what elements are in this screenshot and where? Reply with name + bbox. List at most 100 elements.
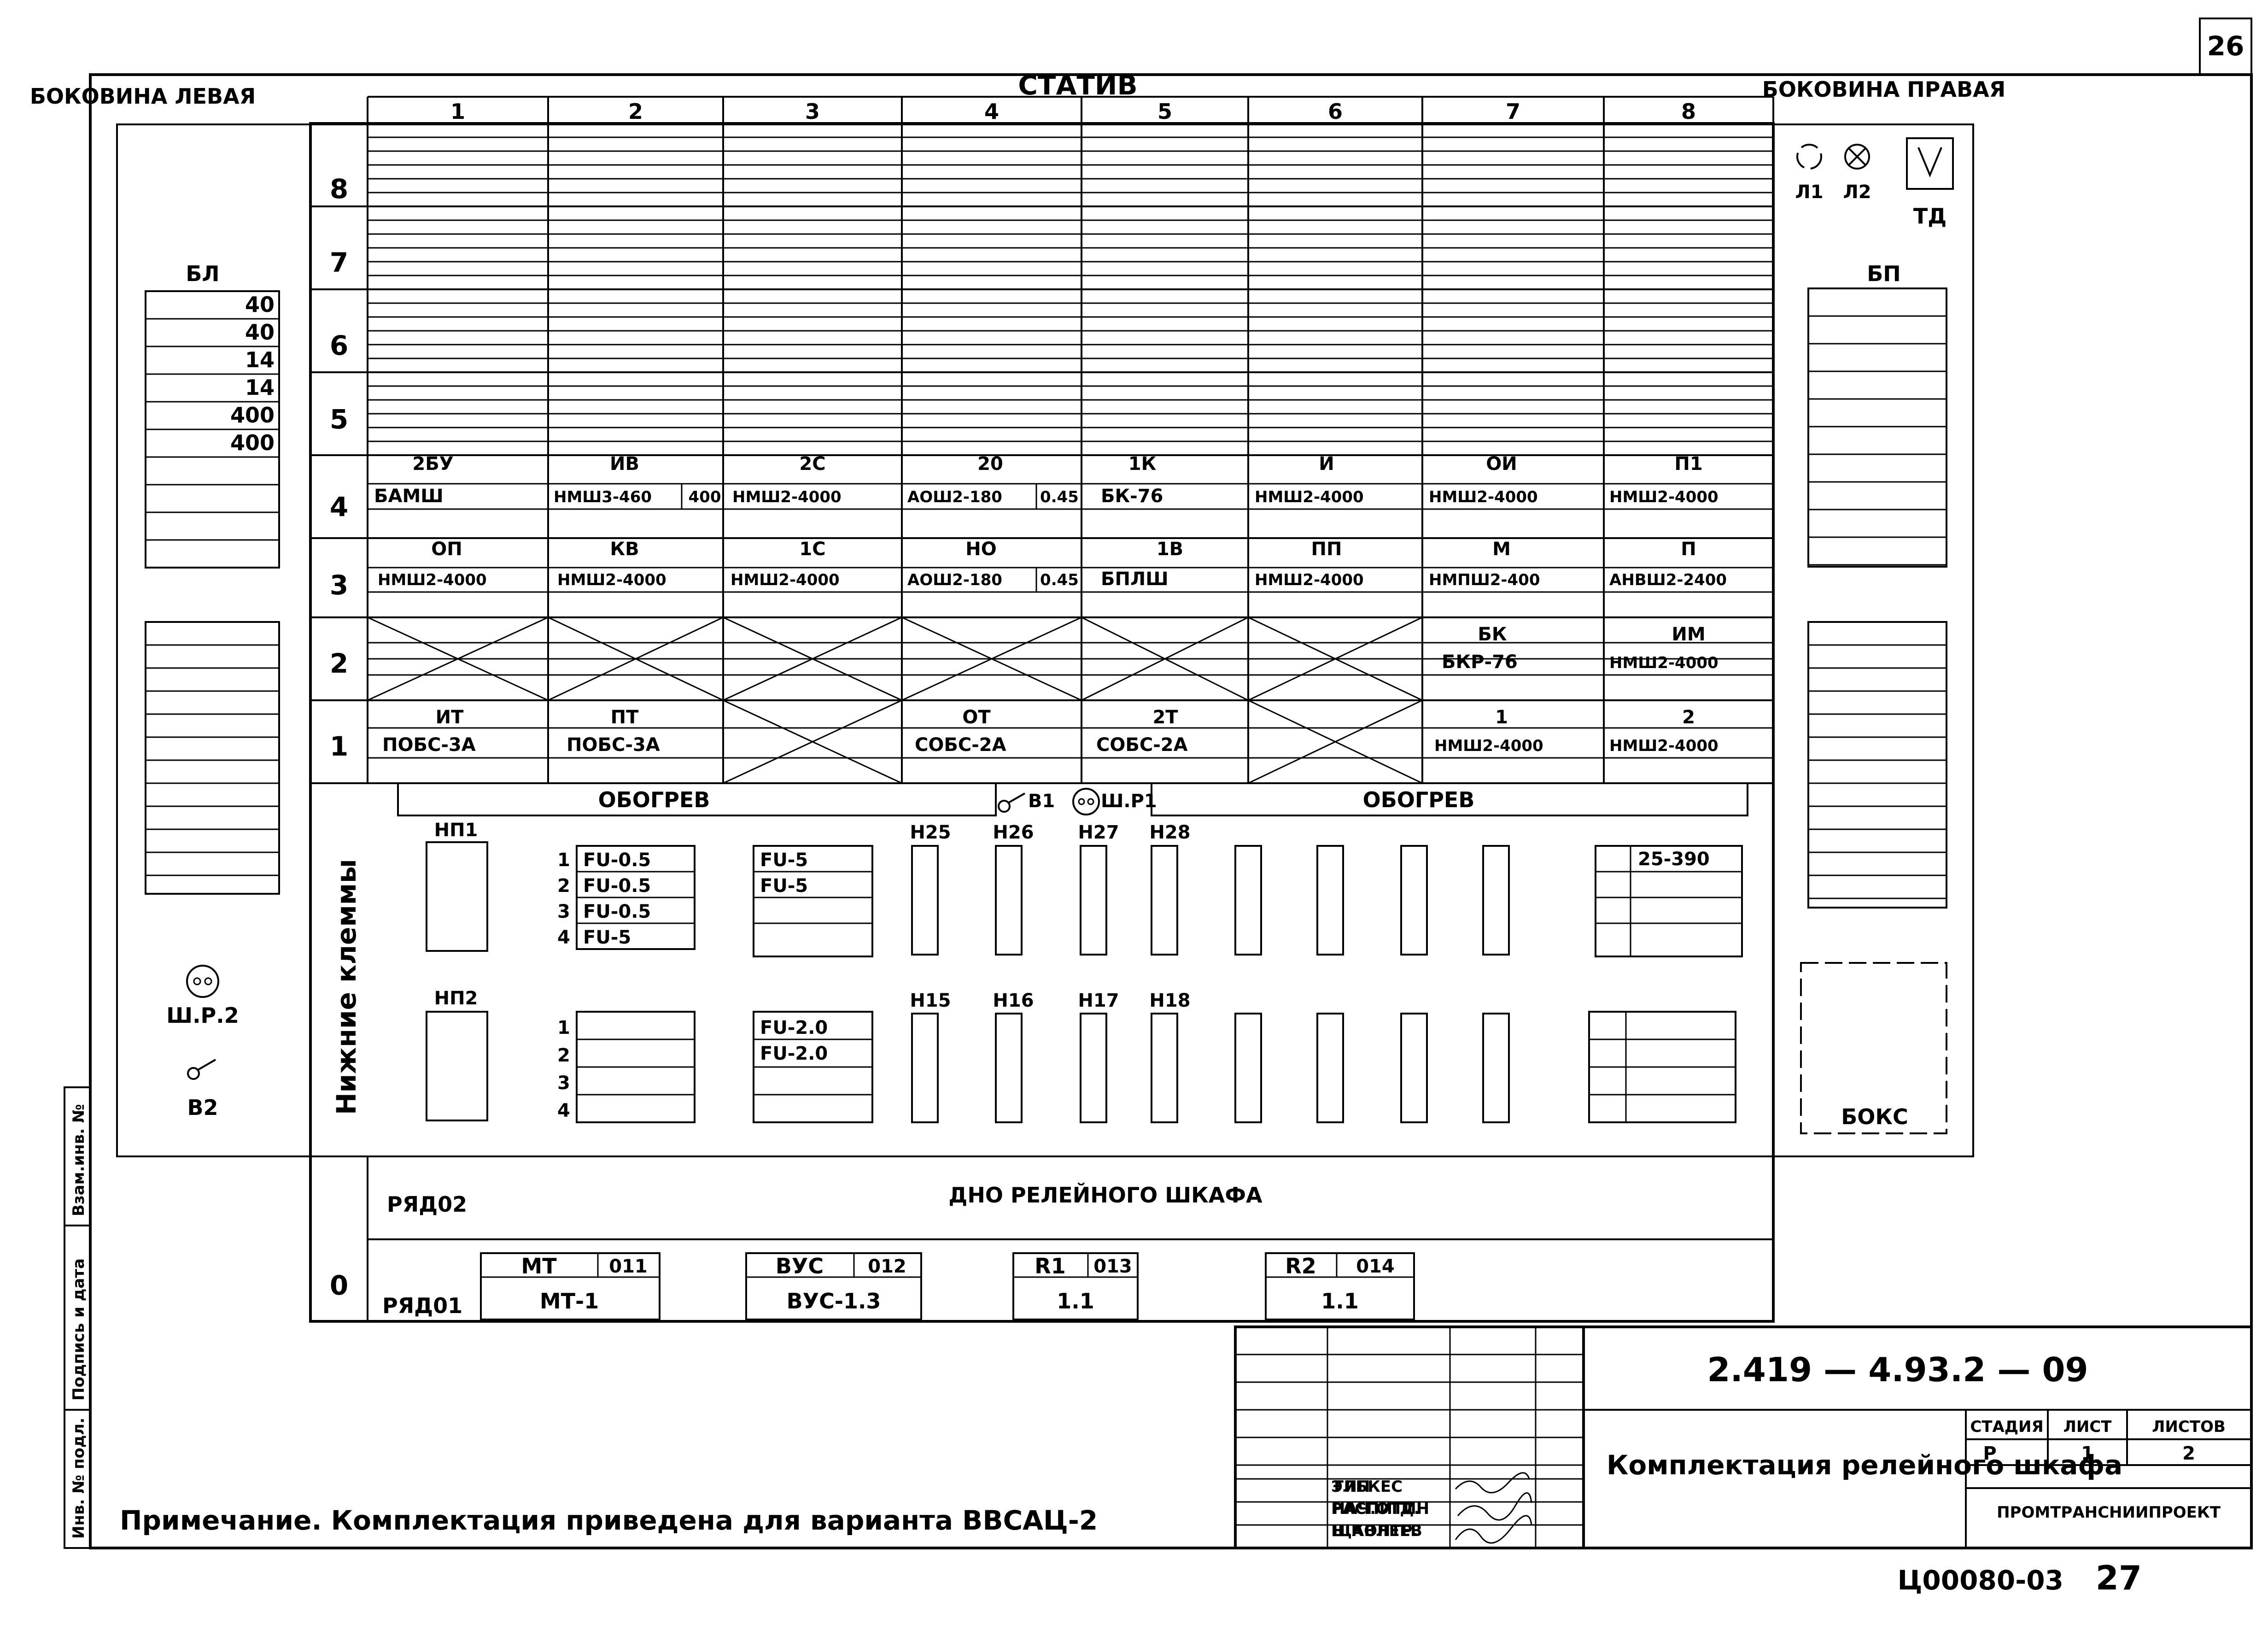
side-stamp: Инв. № подл. Подпись и дата Взам.инв. № (64, 1086, 91, 1549)
title-block: 2.419 — 4.93.2 — 09 Комплектация релейно… (1234, 1325, 2253, 1549)
r4-code-2: ИВ (610, 453, 639, 475)
fuse-lb-2: FU-2.0 (760, 1043, 828, 1064)
r3-device-2: НМШ2-4000 (557, 571, 666, 589)
signature-3 (1455, 1515, 1532, 1544)
r3-device-6: НМШ2-4000 (1255, 571, 1364, 589)
r1-code-1: ИТ (436, 707, 464, 728)
r4-device-3: НМШ2-4000 (732, 488, 842, 506)
r3-device-4: АОШ2-180 (907, 571, 1002, 589)
r1-code-8: 2 (1682, 707, 1695, 728)
h-low-2: Н16 (993, 990, 1034, 1011)
r4-code-6: И (1319, 453, 1334, 475)
heater-left-label: ОБОГРЕВ (598, 787, 710, 812)
fuse-a-1: FU-0.5 (583, 850, 651, 871)
fuse-a-4: FU-5 (583, 927, 631, 948)
sheet-value: 1 (2081, 1443, 2094, 1464)
right-side-title: БОКОВИНА ПРАВАЯ (1762, 77, 2005, 102)
terminal-strip (1400, 845, 1428, 956)
r3-device-3: НМШ2-4000 (731, 571, 840, 589)
dev-2-name: ВУС (776, 1254, 824, 1278)
terminal-strip (1080, 1013, 1107, 1123)
up-num-2: 2 (557, 875, 570, 897)
stativ-title: СТАТИВ (1018, 70, 1137, 101)
low-num-1: 1 (557, 1017, 570, 1038)
r4-code-1: 2БУ (412, 453, 453, 475)
switch-icon (187, 1059, 216, 1080)
dev-4-num: 014 (1356, 1256, 1395, 1277)
r4-code-4: 20 (977, 453, 1003, 475)
doc-title: Комплектация релейного шкафа (1607, 1449, 2122, 1481)
terminals-vertical-label: Нижние клеммы (331, 859, 362, 1115)
up-num-1: 1 (557, 850, 570, 871)
role-2: НАЧ.ОТД. (1332, 1500, 1420, 1518)
r3-device-1: НМШ2-4000 (378, 571, 487, 589)
r4-device-6: НМШ2-4000 (1255, 488, 1364, 506)
lamp-2-label: Л2 (1843, 182, 1871, 203)
signature-2 (1457, 1492, 1532, 1521)
terminal-strip (911, 845, 939, 956)
stamp-inv: Инв. № подл. (70, 1418, 88, 1539)
name-2: РАСПИТИН (1331, 1500, 1429, 1518)
terminal-strip (1234, 1013, 1262, 1123)
fuse-lb-1: FU-2.0 (760, 1017, 828, 1038)
socket-label: Ш.Р.2 (166, 1003, 239, 1028)
dev-4-name: R2 (1285, 1254, 1316, 1278)
heater-switch-icon (998, 792, 1025, 813)
np1-block (426, 841, 488, 952)
bl-value-3: 14 (245, 347, 275, 372)
r1-code-5: 2Т (1152, 707, 1178, 728)
np2-block (426, 1011, 488, 1121)
stage-value: Р (1983, 1443, 1996, 1464)
r1-device-7: НМШ2-4000 (1434, 737, 1543, 755)
np2-label: НП2 (434, 988, 478, 1009)
np1-label: НП1 (434, 820, 478, 841)
box-label: БОКС (1841, 1104, 1908, 1129)
r1-code-2: ПТ (611, 707, 639, 728)
bl-value-1: 40 (245, 292, 275, 317)
sheets-header: ЛИСТОВ (2152, 1418, 2226, 1436)
fuse-b-1: FU-5 (760, 850, 808, 871)
r3-code-6: ПП (1311, 539, 1342, 560)
role-3: Н.КОНТР. (1332, 1522, 1419, 1540)
lamp-icon (1796, 144, 1822, 170)
doc-number: 2.419 — 4.93.2 — 09 (1707, 1350, 2088, 1389)
r2-code-7: БК (1478, 624, 1507, 645)
r3-device-8: АНВШ2-2400 (1609, 571, 1727, 589)
dev-2-num: 012 (868, 1256, 906, 1277)
terminal-strip (1316, 845, 1344, 956)
bl-value-6: 400 (230, 430, 275, 455)
row-label-3: 3 (330, 569, 348, 601)
fuse-b-2: FU-5 (760, 875, 808, 897)
r1-device-2: ПОБС-3А (567, 734, 660, 756)
h-low-4: Н18 (1149, 990, 1190, 1011)
r3-device-5: БПЛШ (1101, 569, 1169, 590)
r2-code-8: ИМ (1672, 624, 1705, 645)
right-panel-label: БП (1867, 261, 1901, 286)
r2-device-8: НМШ2-4000 (1609, 654, 1719, 672)
up-num-3: 3 (557, 901, 570, 922)
r3-code-5: 1В (1157, 539, 1183, 560)
terminal-strip (1151, 845, 1178, 956)
sheet-frame (89, 73, 2253, 1549)
col-label-7: 7 (1506, 99, 1520, 124)
r1-device-5: СОБС-2А (1096, 734, 1188, 756)
h-up-4: Н28 (1149, 822, 1190, 843)
r3-code-1: ОП (431, 539, 462, 560)
col-label-5: 5 (1157, 99, 1172, 124)
dev-4-value: 1.1 (1321, 1289, 1359, 1313)
sheets-value: 2 (2182, 1443, 2195, 1464)
terminal-strip (1316, 1013, 1344, 1123)
terminal-strip (1400, 1013, 1428, 1123)
lamp-1-label: Л1 (1795, 182, 1823, 203)
r4-code-8: П1 (1674, 453, 1702, 475)
r1-device-4: СОБС-2А (915, 734, 1006, 756)
r1-code-7: 1 (1495, 707, 1508, 728)
r3-code-2: КВ (610, 539, 639, 560)
heater-socket-label: Ш.Р1 (1101, 791, 1157, 812)
h-low-1: Н15 (910, 990, 951, 1011)
left-side-title: БОКОВИНА ЛЕВАЯ (30, 84, 256, 109)
terminal-strip (1151, 1013, 1178, 1123)
terminal-strip (911, 1013, 939, 1123)
stativ-grid (309, 96, 1775, 1323)
